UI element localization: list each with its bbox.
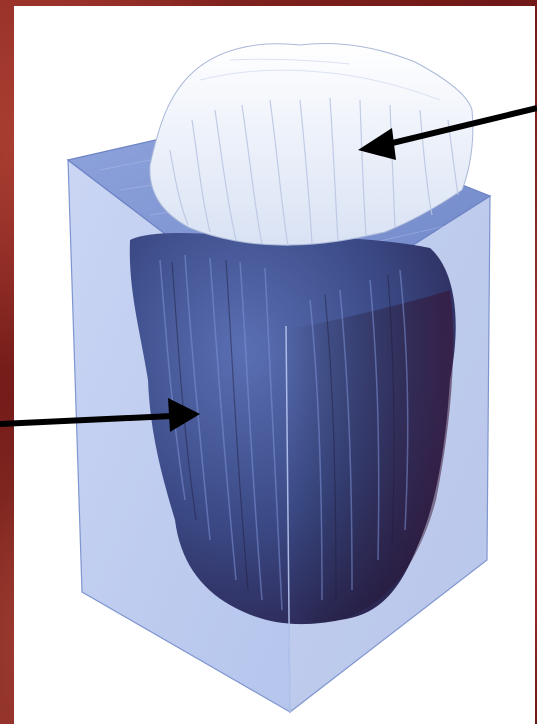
iceberg-illustration	[0, 0, 537, 724]
image-frame	[0, 0, 537, 724]
